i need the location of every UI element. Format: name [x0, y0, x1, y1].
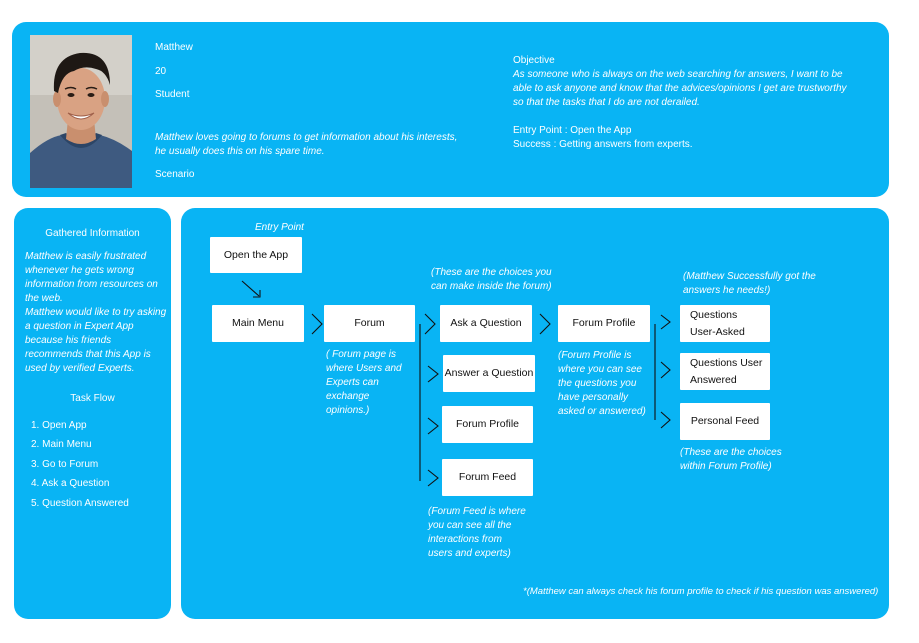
persona-photo	[30, 35, 132, 188]
personal-feed-box: Personal Feed	[680, 403, 770, 440]
ask-question-box: Ask a Question	[440, 305, 532, 342]
persona-age: 20	[155, 66, 167, 77]
objective-title: Objective	[513, 55, 555, 66]
task-step: 4. Ask a Question	[31, 478, 110, 489]
success-note: (Matthew Successfully got the answers he…	[683, 271, 816, 296]
forum-feed-box: Forum Feed	[442, 459, 533, 496]
open-app-box: Open the App	[210, 237, 302, 273]
within-note: (These are the choices within Forum Prof…	[680, 447, 782, 472]
main-menu-box: Main Menu	[212, 305, 304, 342]
forum-note: ( Forum page is where Users and Experts …	[326, 349, 402, 416]
forum-profile-option-box: Forum Profile	[442, 406, 533, 443]
persona-name: Matthew	[155, 42, 193, 53]
task-step: 1. Open App	[31, 420, 87, 431]
task-step: 3. Go to Forum	[31, 459, 99, 470]
forum-profile-note: (Forum Profile is where you can see the …	[558, 350, 646, 417]
gathered-info-panel	[14, 208, 171, 619]
forum-feed-note: (Forum Feed is where you can see all the…	[428, 506, 526, 559]
task-step: 5. Question Answered	[31, 498, 129, 509]
questions-asked-box: Questions User-Asked	[680, 305, 770, 342]
persona-occupation: Student	[155, 89, 190, 100]
entry-point-label: Entry Point	[255, 222, 304, 233]
forum-profile-box: Forum Profile	[558, 305, 650, 342]
objective-text: As someone who is always on the web sear…	[513, 69, 847, 108]
gathered-para-2: Matthew would like to try asking a quest…	[25, 307, 167, 374]
persona-bio: Matthew loves going to forums to get inf…	[155, 132, 458, 157]
footnote: *(Matthew can always check his forum pro…	[523, 586, 879, 597]
success-text: Success : Getting answers from experts.	[513, 139, 693, 150]
scenario-label: Scenario	[155, 169, 195, 180]
questions-answered-box: Questions User Answered	[680, 353, 770, 390]
task-flow-title: Task Flow	[70, 393, 115, 404]
task-flow-panel	[181, 208, 889, 619]
entry-point-text: Entry Point : Open the App	[513, 125, 632, 136]
answer-question-box: Answer a Question	[443, 355, 535, 392]
gathered-para-1: Matthew is easily frustrated whenever he…	[25, 251, 158, 304]
choices-note: (These are the choices you can make insi…	[431, 267, 552, 292]
task-step: 2. Main Menu	[31, 439, 92, 450]
forum-box: Forum	[324, 305, 415, 342]
gathered-title: Gathered Information	[45, 228, 140, 239]
persona-panel	[12, 22, 889, 197]
